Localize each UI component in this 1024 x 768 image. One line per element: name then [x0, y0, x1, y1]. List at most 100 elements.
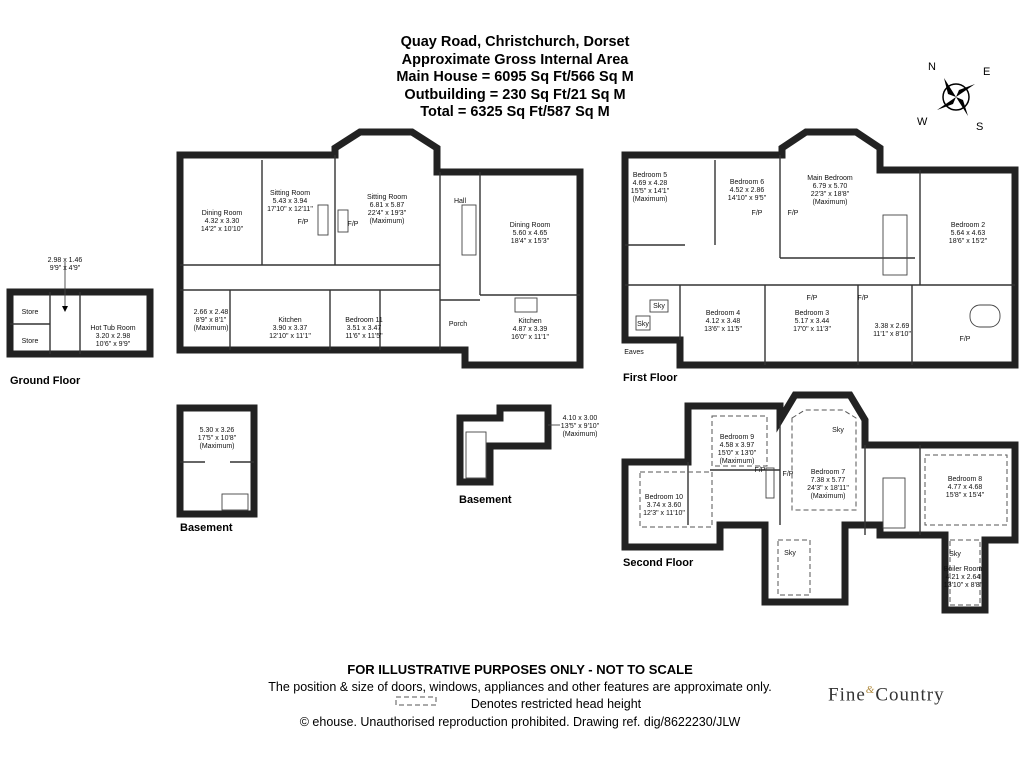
hot-tub-room-m: 3.20 x 2.98 [96, 333, 131, 340]
basement-2-note: (Maximum) [563, 431, 598, 438]
ground-floor-plan: Dining Room 4.32 x 3.30 14'2" x 10'10" S… [176, 128, 584, 369]
hall-label: Hall [454, 198, 467, 205]
outbuilding-area: Outbuilding = 230 Sq Ft/21 Sq M [404, 86, 626, 103]
skylight-2: Sky [637, 321, 649, 328]
bedroom-7-m: 7.38 x 5.77 [811, 477, 846, 484]
kitchen-2: Kitchen [518, 318, 541, 325]
main-bedroom-note: (Maximum) [813, 199, 848, 206]
bedroom-11-ft: 11'6" x 11'5" [345, 333, 383, 340]
bedroom-2-ft: 18'6" x 15'2" [949, 238, 988, 245]
utility-dim: 2.66 x 2.48 [194, 309, 229, 316]
disclaimer-block: FOR ILLUSTRATIVE PURPOSES ONLY - NOT TO … [180, 661, 860, 731]
fine-country-logo: Fine&Country [828, 684, 945, 706]
sitting-room-1-m: 5.43 x 3.94 [273, 198, 308, 205]
first-floor-label: First Floor [623, 372, 678, 384]
fp-label-1: F/P [298, 219, 309, 226]
bedroom-10: Bedroom 10 [645, 494, 683, 501]
basement-1-plan: 5.30 x 3.26 17'5" x 10'8" (Maximum) [176, 404, 258, 518]
dining-room-small-ft: 14'2" x 10'10" [201, 226, 244, 233]
bedroom-4-m: 4.12 x 3.48 [706, 318, 741, 325]
bedroom-7-ft: 24'3" x 18'11" [807, 485, 849, 492]
kitchen-1-m: 3.90 x 3.37 [273, 325, 308, 332]
bedroom-9-note: (Maximum) [720, 458, 755, 465]
basement-2-plan: 4.10 x 3.00 13'5" x 9'10" (Maximum) [456, 404, 600, 486]
basement-2-m: 4.10 x 3.00 [563, 415, 598, 422]
skylight-5: Sky [949, 551, 961, 558]
second-floor-label: Second Floor [623, 557, 694, 569]
main-bedroom-m: 6.79 x 5.70 [813, 183, 848, 190]
skylight-1: Sky [653, 303, 665, 310]
utility-note: (Maximum) [194, 325, 229, 332]
compass-n: N [928, 61, 936, 73]
bedroom-2-m: 5.64 x 4.63 [951, 230, 986, 237]
dining-room-small: Dining Room [202, 210, 243, 217]
compass-w: W [917, 116, 928, 128]
dining-room-big: Dining Room [510, 222, 551, 229]
skylight-4: Sky [784, 550, 796, 557]
bedroom-3: Bedroom 3 [795, 310, 829, 317]
kitchen-2-m: 4.87 x 3.39 [513, 326, 548, 333]
bedroom-3-m: 5.17 x 3.44 [795, 318, 830, 325]
fp-label-5: F/P [807, 295, 818, 302]
hot-tub-dim-ft: 9'9" x 4'9" [50, 265, 81, 272]
bedroom-5-note: (Maximum) [633, 196, 668, 203]
bedroom-10-m: 3.74 x 3.60 [647, 502, 682, 509]
bedroom-4: Bedroom 4 [706, 310, 740, 317]
bedroom-5-m: 4.69 x 4.28 [633, 180, 668, 187]
bedroom-3-ft: 17'0" x 11'3" [793, 326, 831, 333]
disclaimer-title: FOR ILLUSTRATIVE PURPOSES ONLY - NOT TO … [347, 662, 693, 677]
basement-2-ft: 13'5" x 9'10" [561, 423, 600, 430]
bedroom-5: Bedroom 5 [633, 172, 667, 179]
disclaimer-line-3: © ehouse. Unauthorised reproduction proh… [299, 714, 741, 729]
fp-label-2: F/P [348, 221, 359, 228]
store-1: Store [22, 309, 39, 316]
second-floor-plan: Bedroom 9 4.58 x 3.97 15'0" x 13'0" (Max… [621, 391, 1019, 614]
sitting-room-1-ft: 17'10" x 12'11" [267, 206, 313, 213]
fp-label-3: F/P [752, 210, 763, 217]
basement-1-m: 5.30 x 3.26 [200, 427, 235, 434]
dining-room-big-ft: 18'4" x 15'3" [511, 238, 550, 245]
porch-label: Porch [449, 321, 467, 328]
bedroom-8-ft: 15'8" x 15'4" [946, 492, 985, 499]
utility-dim-ft: 8'9" x 8'1" [196, 317, 227, 324]
logo-left: Fine [828, 684, 866, 706]
bedroom-7: Bedroom 7 [811, 469, 845, 476]
store-2: Store [22, 338, 39, 345]
disclaimer-line-1: The position & size of doors, windows, a… [268, 679, 772, 694]
sitting-room-2: Sitting Room [367, 194, 407, 201]
eaves-label: Eaves [624, 349, 644, 356]
fp-label-8: F/P [755, 467, 766, 474]
main-house-area: Main House = 6095 Sq Ft/566 Sq M [396, 69, 634, 85]
main-bedroom-ft: 22'3" x 18'8" [811, 191, 850, 198]
sitting-room-2-m: 6.81 x 5.87 [370, 202, 405, 209]
fp-label-7: F/P [960, 336, 971, 343]
compass-rose-icon: N E S W [917, 61, 990, 133]
first-floor-plan: Bedroom 5 4.69 x 4.28 15'5" x 14'1" (Max… [621, 128, 1019, 369]
sitting-room-1: Sitting Room [270, 190, 310, 197]
compass-e: E [983, 66, 990, 78]
bedroom-11: Bedroom 11 [345, 317, 383, 324]
bedroom-8: Bedroom 8 [948, 476, 982, 483]
bedroom-6-ft: 14'10" x 9'5" [728, 195, 767, 202]
sitting-room-2-note: (Maximum) [370, 218, 405, 225]
bedroom-9: Bedroom 9 [720, 434, 754, 441]
basement-1-ft: 17'5" x 10'8" [198, 435, 237, 442]
bedroom-10-ft: 12'3" x 11'10" [643, 510, 685, 517]
dining-room-big-m: 5.60 x 4.65 [513, 230, 548, 237]
fp-label-9: F/P [783, 471, 794, 478]
boiler-room-m: 4.21 x 2.64 [946, 574, 981, 581]
compass-s: S [976, 121, 983, 133]
bedroom-2: Bedroom 2 [951, 222, 985, 229]
kitchen-1-ft: 12'10" x 11'1" [269, 333, 311, 340]
box-room-ft: 11'1" x 8'10" [873, 331, 911, 338]
sitting-room-2-ft: 22'4" x 19'3" [368, 210, 407, 217]
basement-2-label: Basement [459, 494, 512, 506]
bedroom-6: Bedroom 6 [730, 179, 764, 186]
hot-tub-room-ft: 10'6" x 9'9" [96, 341, 131, 348]
dining-room-small-m: 4.32 x 3.30 [205, 218, 240, 225]
bedroom-9-ft: 15'0" x 13'0" [718, 450, 757, 457]
fp-label-6: F/P [858, 295, 869, 302]
boiler-room-ft: 13'10" x 8'8" [944, 582, 983, 589]
logo-right: Country [875, 684, 945, 706]
